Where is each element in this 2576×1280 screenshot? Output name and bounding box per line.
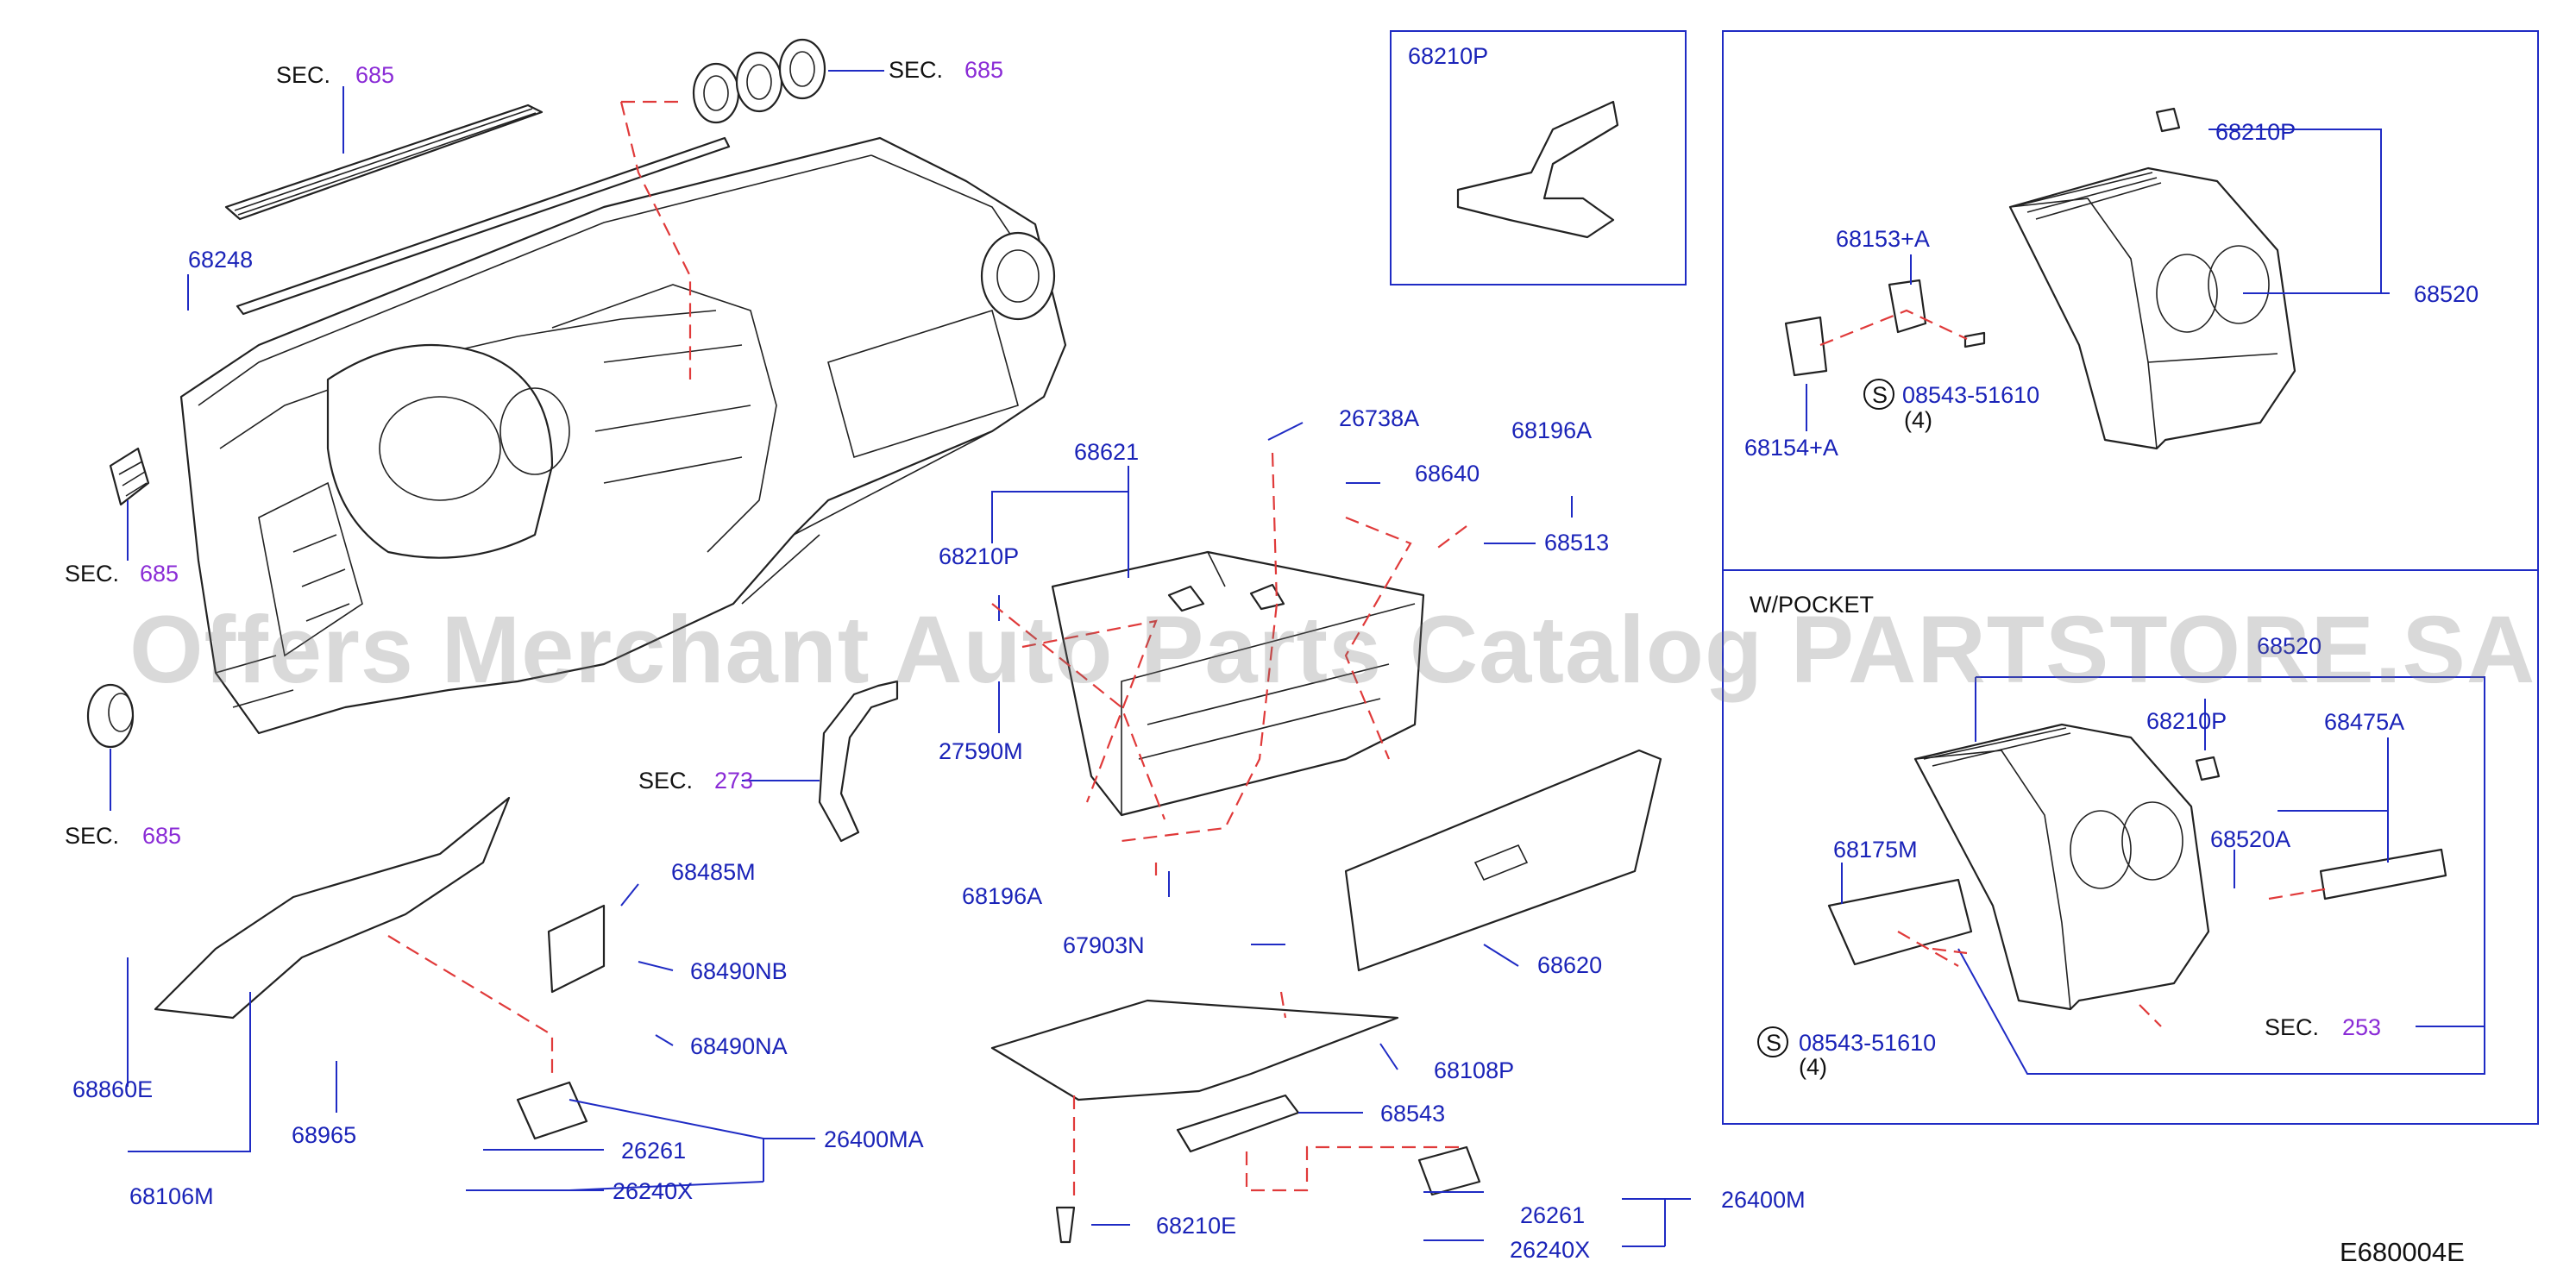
detail-box-1-title: 68210P — [1408, 43, 1488, 69]
glove-lid-handle — [1473, 844, 1529, 882]
label-sec-685-c-num: 685 — [140, 561, 179, 587]
bracket-68153A — [1888, 279, 1927, 334]
detail-box-w-pocket — [1722, 569, 2539, 1125]
label-68640: 68640 — [1415, 461, 1480, 486]
label-68543: 68543 — [1380, 1101, 1445, 1126]
label-sec-685-c-prefix: SEC. — [65, 561, 119, 587]
label-68210E: 68210E — [1156, 1213, 1236, 1239]
label-68520A: 68520A — [2210, 826, 2290, 852]
label-sec-685-a-prefix: SEC. — [276, 62, 330, 88]
label-26261-a: 26261 — [621, 1138, 686, 1164]
diagram-code: E680004E — [2340, 1237, 2465, 1267]
lamp-26400MA — [516, 1081, 588, 1140]
pocket-68175M — [1827, 878, 1973, 966]
glove-lid-68620 — [1344, 749, 1662, 972]
label-68620: 68620 — [1537, 952, 1602, 978]
label-67903N: 67903N — [1063, 932, 1145, 958]
screw-a — [1963, 331, 1986, 348]
cluster-lid-68520 — [2008, 166, 2296, 450]
label-s-a: S — [1872, 382, 1888, 408]
side-vent-lower-left — [86, 683, 135, 749]
label-68490NB: 68490NB — [690, 958, 788, 984]
screw-symbol-a — [1863, 379, 1894, 410]
label-68490NA: 68490NA — [690, 1033, 788, 1059]
part-labels: SEC. 685 SEC. 685 68248 SEC. 685 SEC. 68… — [65, 43, 2479, 1267]
detail-box-68210P — [1390, 30, 1687, 285]
label-sec-685-d-prefix: SEC. — [65, 823, 119, 849]
label-68153A: 68153+A — [1836, 226, 1930, 252]
label-sec-253-prefix: SEC. — [2265, 1014, 2319, 1040]
duct-sec-273 — [818, 680, 899, 843]
label-68485M: 68485M — [671, 859, 756, 885]
label-68520-a: 68520 — [2414, 281, 2479, 307]
label-68210P-a: 68210P — [939, 543, 1019, 569]
lower-cover-68108P — [990, 999, 1399, 1101]
label-26400M: 26400M — [1721, 1187, 1806, 1213]
bracket-68475A — [2319, 848, 2447, 900]
leader-lines — [110, 70, 2485, 1247]
label-68210P-c: 68210P — [2146, 708, 2227, 734]
cluster-lid-68520-pocket — [1913, 723, 2210, 1011]
label-sec-685-a-num: 685 — [355, 62, 394, 88]
label-sec-253-num: 253 — [2342, 1014, 2381, 1040]
label-68513: 68513 — [1544, 530, 1609, 555]
label-26240X-b: 26240X — [1510, 1237, 1590, 1263]
bracket-68154A — [1784, 316, 1828, 377]
label-68520-b: 68520 — [2257, 633, 2322, 659]
label-qty-a: (4) — [1904, 407, 1932, 433]
label-68106M: 68106M — [129, 1183, 214, 1209]
label-26240X-a: 26240X — [613, 1178, 693, 1204]
label-26261-b: 26261 — [1520, 1202, 1585, 1228]
label-68196A-a: 68196A — [1511, 417, 1592, 443]
label-26400MA: 26400MA — [824, 1126, 924, 1152]
label-sec-685-b-num: 685 — [964, 57, 1003, 83]
dashed-leaders — [387, 100, 2330, 1199]
label-sec-273-prefix: SEC. — [638, 768, 693, 794]
label-68248: 68248 — [188, 247, 253, 273]
lamp-68543 — [1176, 1094, 1300, 1153]
label-68108P: 68108P — [1434, 1057, 1514, 1083]
label-sec-685-b-prefix: SEC. — [889, 57, 943, 83]
clip-68210P-c — [2195, 756, 2221, 781]
label-screw-b: 08543-51610 — [1799, 1030, 1936, 1056]
screw-symbol-b — [1757, 1026, 1788, 1057]
side-vent-upper-left — [109, 447, 150, 506]
label-27590M: 27590M — [939, 738, 1023, 764]
label-sec-685-d-num: 685 — [142, 823, 181, 849]
label-screw-a: 08543-51610 — [1902, 382, 2039, 408]
label-26738A: 26738A — [1339, 405, 1419, 431]
clip-68210E — [1055, 1206, 1076, 1244]
instrument-panel-illustration — [179, 38, 1067, 735]
clip-68210P-b — [2155, 107, 2181, 133]
label-sec-273-num: 273 — [714, 768, 753, 794]
bracket-68485M — [547, 904, 606, 994]
label-68175M: 68175M — [1833, 837, 1918, 863]
knee-cover-68106M — [154, 796, 511, 1020]
clip-68210P-detail — [1456, 100, 1619, 239]
label-68475A: 68475A — [2324, 709, 2404, 735]
label-68965: 68965 — [292, 1122, 356, 1148]
lamp-26400M — [1417, 1145, 1481, 1196]
label-68860E: 68860E — [72, 1076, 153, 1102]
label-68210P-b: 68210P — [2215, 119, 2296, 145]
pocket-box-title: W/POCKET — [1750, 592, 1874, 618]
glove-box-housing — [1051, 550, 1425, 817]
label-68154A: 68154+A — [1744, 435, 1838, 461]
label-68621: 68621 — [1074, 439, 1139, 465]
label-s-b: S — [1766, 1030, 1781, 1056]
label-68196A-b: 68196A — [962, 883, 1042, 909]
label-qty-b: (4) — [1799, 1054, 1827, 1080]
